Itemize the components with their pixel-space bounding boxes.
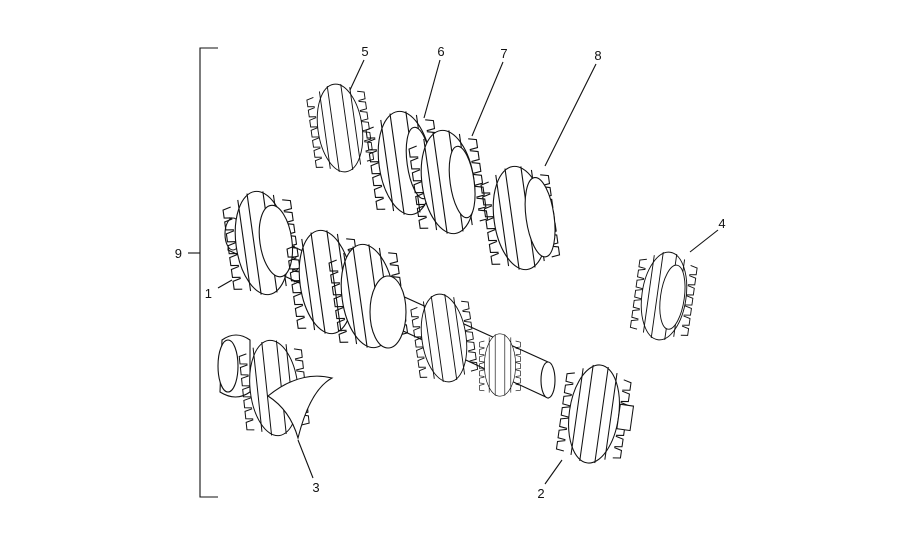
callout-1: 1 <box>205 286 212 301</box>
leader-lines <box>217 59 719 485</box>
part-3-sleeve-gear <box>217 334 334 441</box>
assembly-bracket <box>188 47 218 498</box>
gear-4 <box>628 247 700 345</box>
callout-8: 8 <box>594 48 601 63</box>
gear-2 <box>554 360 635 468</box>
callout-3: 3 <box>312 480 319 495</box>
gear-8 <box>478 161 562 275</box>
callout-4: 4 <box>718 216 725 231</box>
gear-shaft-end <box>408 289 521 397</box>
callout-2: 2 <box>537 486 544 501</box>
gear-5 <box>304 79 376 177</box>
callout-7: 7 <box>500 46 507 61</box>
gear-7 <box>406 125 490 239</box>
callout-6: 6 <box>437 44 444 59</box>
gear-1 <box>220 186 304 300</box>
callout-5: 5 <box>361 44 368 59</box>
callout-9: 9 <box>175 246 182 261</box>
gear-cluster-center <box>284 225 410 353</box>
